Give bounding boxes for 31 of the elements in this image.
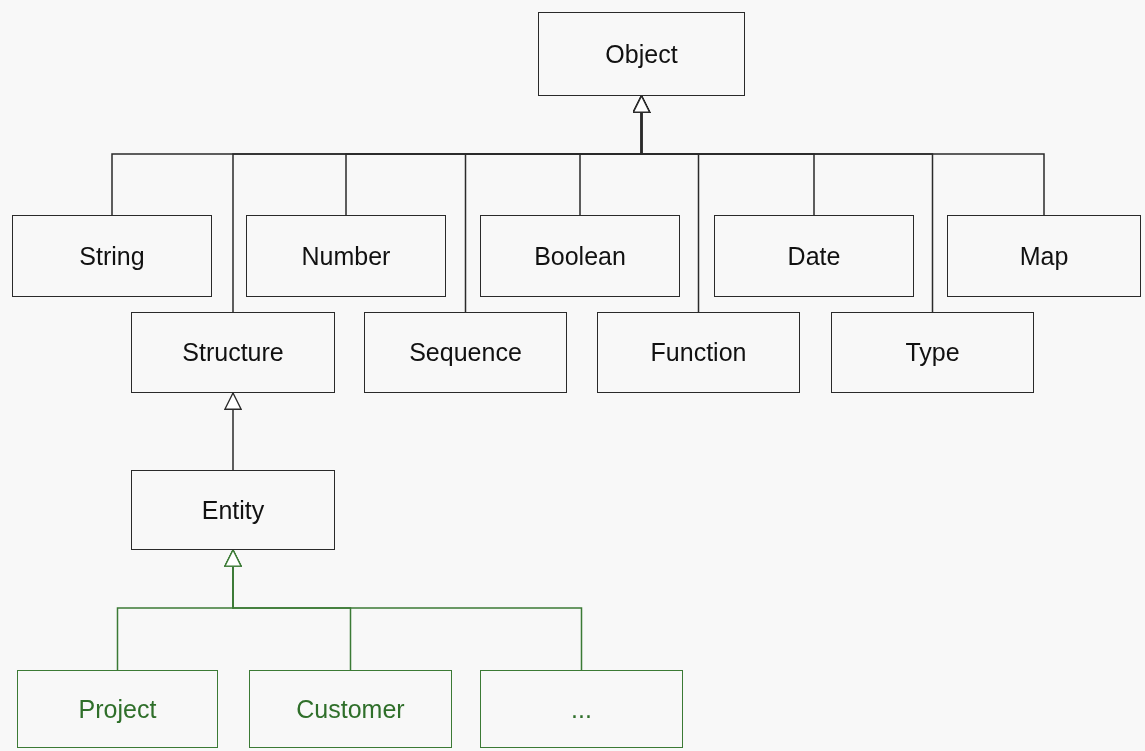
class-box <box>714 215 914 297</box>
class-box <box>597 312 800 393</box>
class-name: Object <box>605 39 678 69</box>
class-box <box>246 215 446 297</box>
class-box <box>364 312 567 393</box>
class-box <box>131 470 335 550</box>
class-box <box>12 215 212 297</box>
class-name: Date <box>787 241 841 271</box>
class-name: Sequence <box>409 338 522 367</box>
class-name: Customer <box>296 694 405 724</box>
class-name: ... <box>571 694 592 724</box>
class-name: Project <box>78 694 157 724</box>
class-name: Structure <box>182 338 284 367</box>
inheritance-arrow <box>224 392 242 471</box>
class-name: String <box>79 241 145 271</box>
class-box <box>480 215 680 297</box>
inheritance-arrow <box>224 549 583 671</box>
class-box <box>947 215 1141 297</box>
class-name: Map <box>1019 241 1069 271</box>
class-box <box>831 312 1034 393</box>
class-box <box>131 312 335 393</box>
class-box <box>17 670 218 748</box>
class-name: Number <box>301 241 391 271</box>
class-box <box>480 670 683 748</box>
inheritance-arrow <box>632 95 1045 216</box>
class-name: Function <box>650 338 747 367</box>
class-name: Type <box>905 338 960 367</box>
class-box <box>538 12 745 96</box>
class-name: Boolean <box>534 241 626 271</box>
class-name: Entity <box>201 495 265 525</box>
class-box <box>249 670 452 748</box>
